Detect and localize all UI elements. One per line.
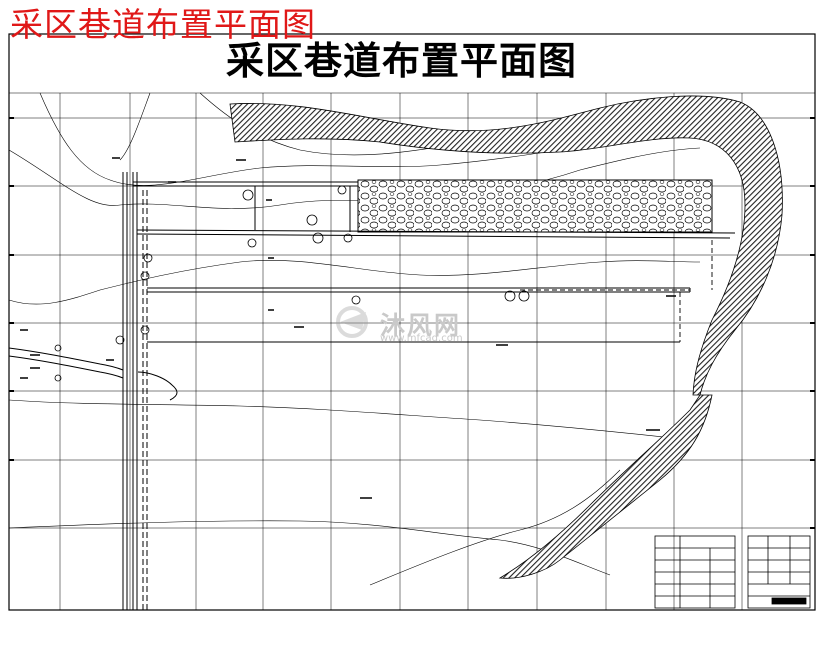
fault-zone — [229, 95, 783, 396]
watermark-url: www.mfcad.com — [380, 333, 463, 344]
fault-zone-south — [498, 394, 713, 579]
survey-markers — [54, 185, 530, 382]
gob-area — [357, 179, 713, 233]
grid-ticks — [9, 117, 815, 529]
main-inclines — [122, 172, 148, 610]
page-heading: 采区巷道布置平面图 — [10, 5, 316, 44]
legend-table — [654, 535, 736, 609]
coordinate-grid — [9, 93, 815, 610]
entry-roadway — [8, 347, 178, 401]
watermark-logo — [336, 306, 368, 338]
watermark-text: 沐风网 — [380, 311, 462, 340]
annotations — [20, 157, 676, 499]
drawing-title: 采区巷道布置平面图 — [226, 39, 578, 83]
title-block — [747, 535, 811, 609]
planned-roadways — [148, 240, 713, 343]
contour-lines — [8, 92, 701, 586]
